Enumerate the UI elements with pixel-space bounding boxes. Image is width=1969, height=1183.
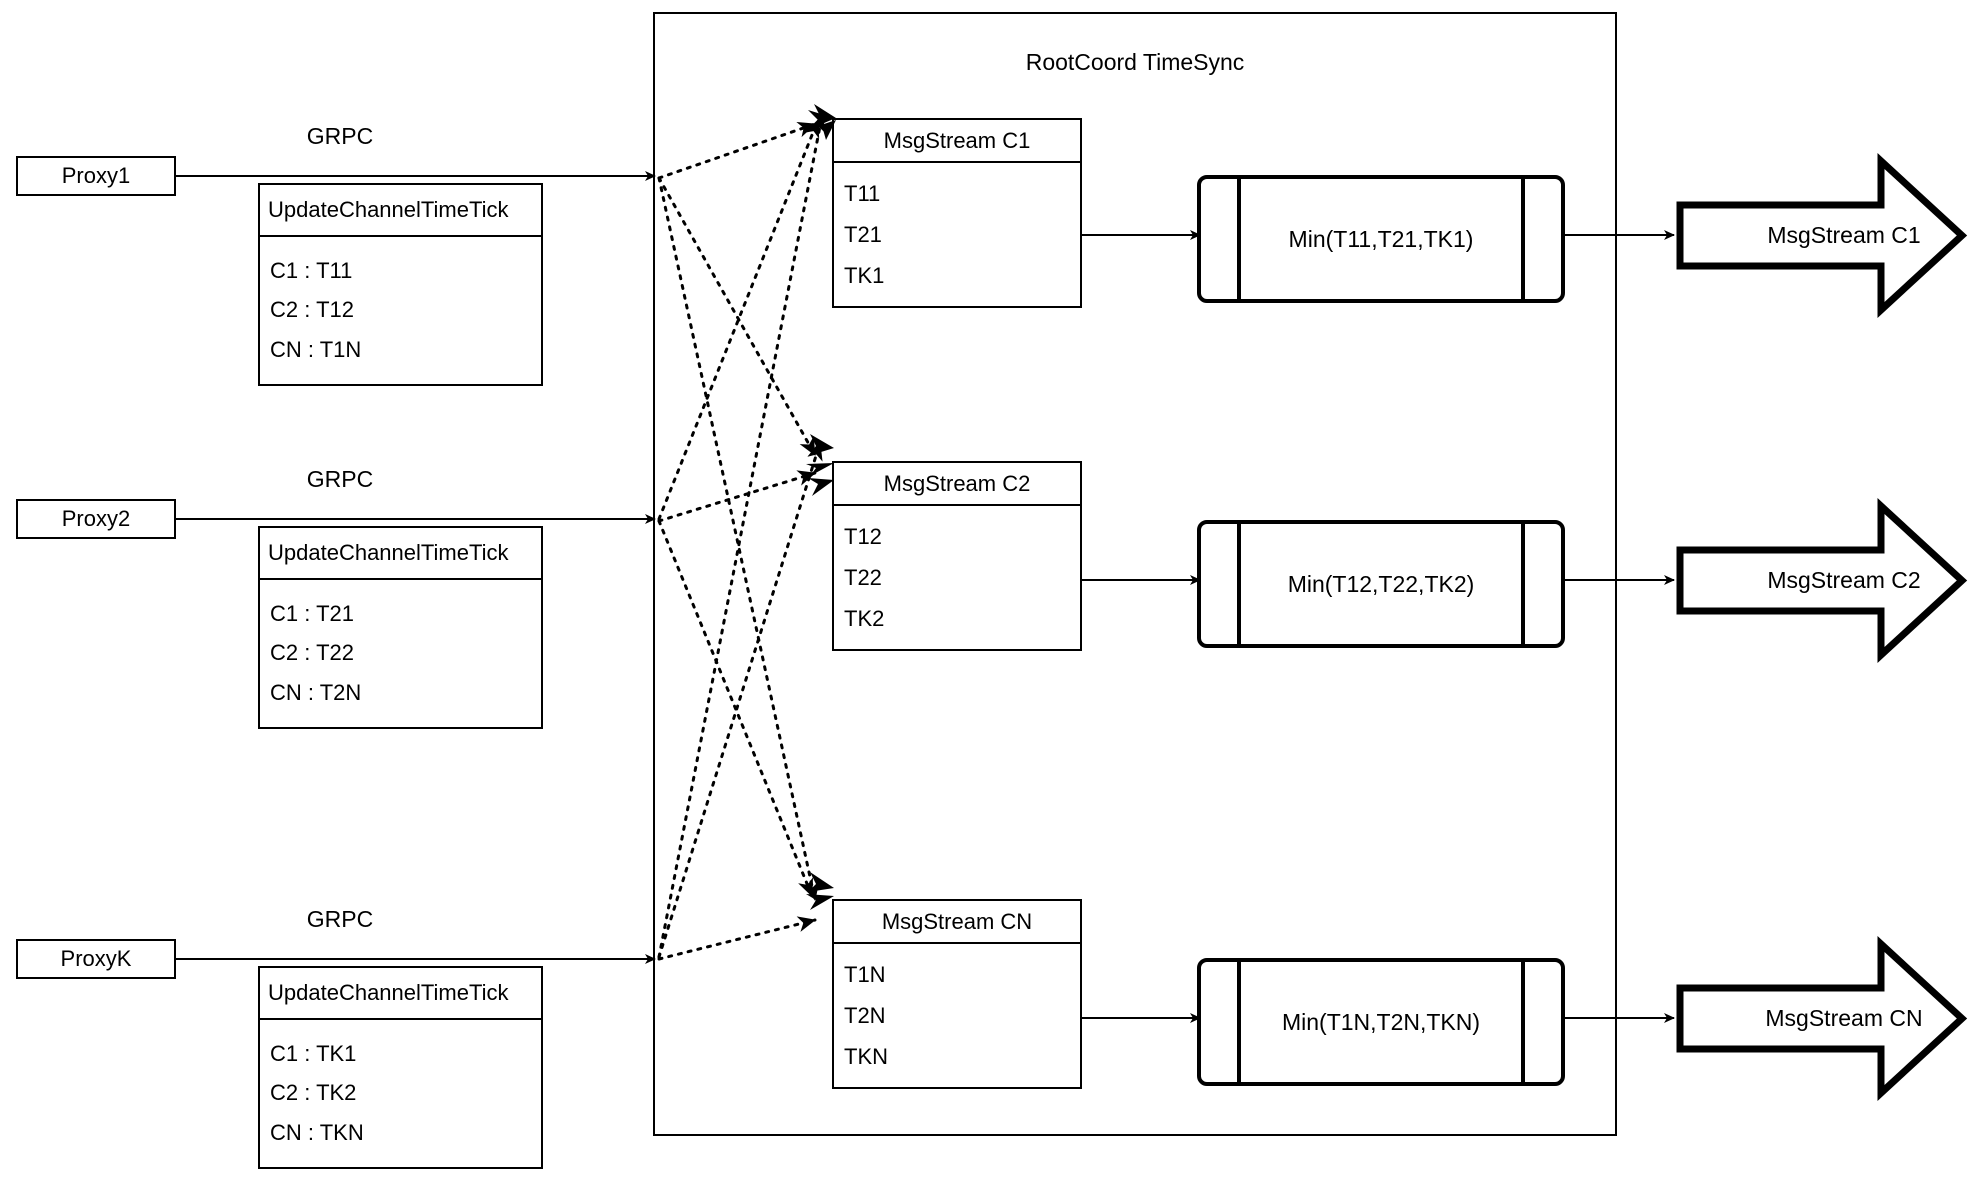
msgstream-tick: TK2	[844, 605, 885, 631]
output-block-arrow-1: MsgStream C1	[1676, 151, 1969, 320]
output-block-arrow-3: MsgStream CN	[1676, 934, 1969, 1103]
block-arrow-shape	[1676, 936, 1968, 1101]
proxy-box-1[interactable]: Proxy1	[16, 156, 176, 196]
proxy-label: Proxy1	[61, 163, 131, 188]
update-channel-timetick-title-1: UpdateChannelTimeTick	[260, 185, 541, 237]
msgstream-box-3: MsgStream CN T1N T2N TKN	[832, 899, 1082, 1089]
grpc-label-3: GRPC	[306, 906, 374, 932]
proxy-box-2[interactable]: Proxy2	[16, 499, 176, 539]
subprocess-bar-right	[1521, 523, 1525, 645]
timetick-entry: CN : T1N	[270, 337, 362, 363]
rootcoord-timesync-container: RootCoord TimeSync	[653, 12, 1617, 1136]
block-arrow-shape	[1676, 498, 1968, 663]
msgstream-title-2: MsgStream C2	[834, 463, 1080, 506]
update-channel-timetick-entries-2: C1 : T21 C2 : T22 CN : T2N	[260, 580, 541, 727]
update-channel-timetick-entries-3: C1 : TK1 C2 : TK2 CN : TKN	[260, 1020, 541, 1167]
output-block-arrow-2: MsgStream C2	[1676, 496, 1969, 665]
reducer-label-1: Min(T11,T21,TK1)	[1288, 225, 1474, 252]
timetick-entry: CN : TKN	[270, 1120, 364, 1146]
update-channel-timetick-box-1: UpdateChannelTimeTick C1 : T11 C2 : T12 …	[258, 183, 543, 386]
reducer-label-2: Min(T12,T22,TK2)	[1287, 570, 1475, 597]
update-channel-timetick-title-2: UpdateChannelTimeTick	[260, 528, 541, 580]
msgstream-title-3: MsgStream CN	[834, 901, 1080, 944]
msgstream-tick: TKN	[844, 1043, 888, 1069]
msgstream-tick: T22	[844, 564, 882, 590]
timetick-entry: C1 : T11	[270, 257, 353, 283]
subprocess-bar-right	[1521, 961, 1525, 1083]
reducer-box-2: Min(T12,T22,TK2)	[1197, 520, 1565, 648]
reducer-label-3: Min(T1N,T2N,TKN)	[1281, 1008, 1481, 1035]
msgstream-tick: T2N	[844, 1002, 886, 1028]
msgstream-box-1: MsgStream C1 T11 T21 TK1	[832, 118, 1082, 308]
proxy-label: Proxy2	[61, 506, 131, 531]
grpc-label-1: GRPC	[306, 123, 374, 149]
update-channel-timetick-box-3: UpdateChannelTimeTick C1 : TK1 C2 : TK2 …	[258, 966, 543, 1169]
msgstream-box-2: MsgStream C2 T12 T22 TK2	[832, 461, 1082, 651]
subprocess-bar-right	[1521, 178, 1525, 300]
msgstream-tick: T1N	[844, 961, 886, 987]
subprocess-bar-left	[1237, 961, 1241, 1083]
proxy-box-3[interactable]: ProxyK	[16, 939, 176, 979]
timetick-entry: C2 : T12	[270, 297, 354, 323]
proxy-label: ProxyK	[60, 946, 132, 971]
reducer-box-1: Min(T11,T21,TK1)	[1197, 175, 1565, 303]
msgstream-tick: T21	[844, 221, 882, 247]
timetick-entry: C1 : TK1	[270, 1040, 357, 1066]
msgstream-tick: TK1	[844, 262, 885, 288]
timetick-entry: C2 : TK2	[270, 1080, 357, 1106]
msgstream-tick: T11	[844, 180, 881, 206]
reducer-box-3: Min(T1N,T2N,TKN)	[1197, 958, 1565, 1086]
rootcoord-timesync-title: RootCoord TimeSync	[1025, 49, 1245, 75]
grpc-label-2: GRPC	[306, 466, 374, 492]
msgstream-title-1: MsgStream C1	[834, 120, 1080, 163]
output-label-3: MsgStream CN	[1765, 1005, 1923, 1031]
msgstream-ticks-1: T11 T21 TK1	[834, 163, 1080, 306]
update-channel-timetick-title-3: UpdateChannelTimeTick	[260, 968, 541, 1020]
update-channel-timetick-entries-1: C1 : T11 C2 : T12 CN : T1N	[260, 237, 541, 384]
block-arrow-shape	[1676, 153, 1968, 318]
timetick-entry: C2 : T22	[270, 640, 354, 666]
msgstream-ticks-2: T12 T22 TK2	[834, 506, 1080, 649]
timetick-entry: C1 : T21	[270, 600, 354, 626]
output-label-2: MsgStream C2	[1767, 567, 1921, 593]
msgstream-tick: T12	[844, 523, 882, 549]
output-label-1: MsgStream C1	[1767, 222, 1921, 248]
msgstream-ticks-3: T1N T2N TKN	[834, 944, 1080, 1087]
update-channel-timetick-box-2: UpdateChannelTimeTick C1 : T21 C2 : T22 …	[258, 526, 543, 729]
subprocess-bar-left	[1237, 523, 1241, 645]
timetick-entry: CN : T2N	[270, 680, 362, 706]
subprocess-bar-left	[1237, 178, 1241, 300]
